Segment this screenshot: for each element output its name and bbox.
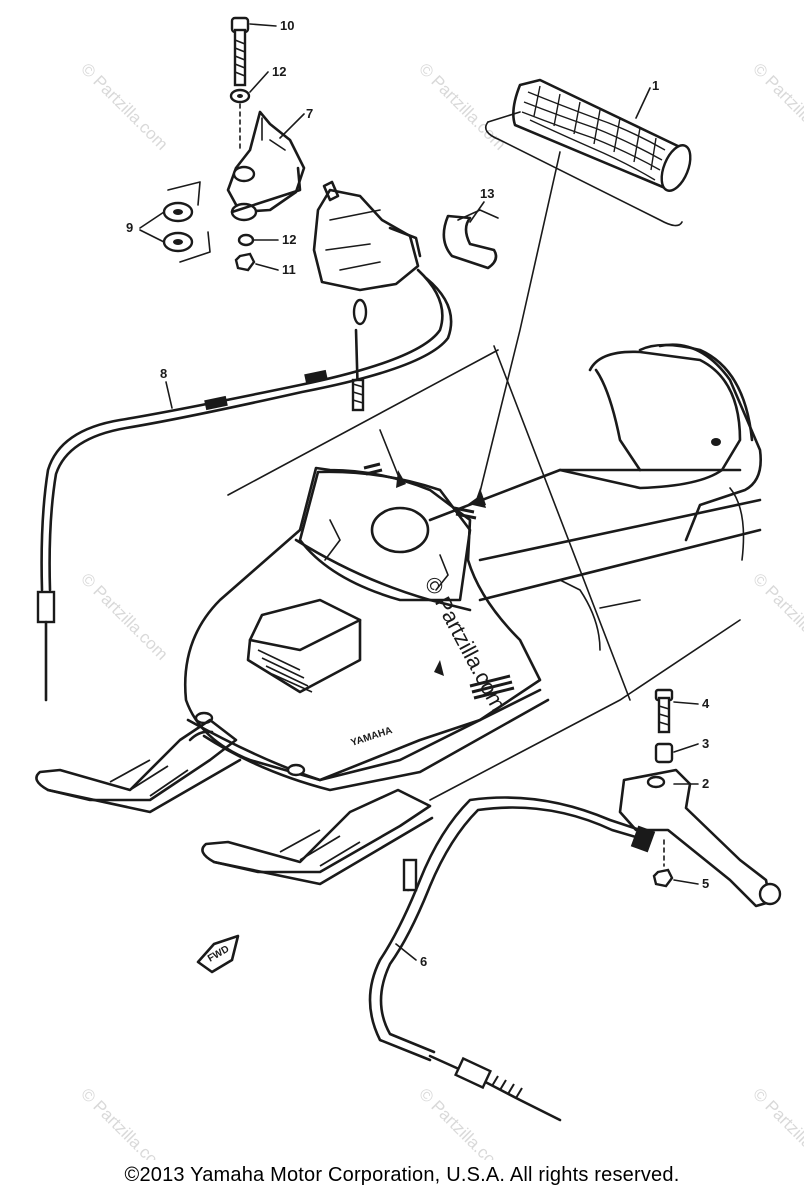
washer-12-upper — [229, 88, 251, 104]
throttle-cable-8-part — [36, 268, 453, 702]
copyright-notice: ©2013 Yamaha Motor Corporation, U.S.A. A… — [124, 1164, 680, 1186]
watermark-mid-left: © Partzilla.com — [77, 569, 171, 663]
bolt-10-part — [230, 16, 250, 87]
washer-12-lower — [237, 233, 255, 247]
callout-9: 9 — [126, 220, 133, 235]
watermark-top-center: © Partzilla.com — [415, 59, 509, 153]
callout-5: 5 — [702, 876, 709, 891]
callout-3: 3 — [702, 736, 709, 751]
snowmobile-body: YAMAHA — [183, 343, 762, 792]
grip-part — [474, 78, 692, 505]
front-direction-mark: FWD — [196, 934, 240, 974]
callout-12-upper: 12 — [272, 64, 286, 79]
watermark-group: © Partzilla.com © Partzilla.com © Partzi… — [77, 59, 804, 1160]
callout-13: 13 — [480, 186, 494, 201]
callout-10: 10 — [280, 18, 294, 33]
watermark-bottom-left: © Partzilla.com — [77, 1084, 171, 1160]
watermark-bottom-center: © Partzilla.com — [415, 1084, 509, 1160]
callout-12-lower: 12 — [282, 232, 296, 247]
watermark-bottom-right: © Partzilla.com — [749, 1084, 804, 1160]
collar-3-part — [654, 742, 674, 764]
bolt-4-part — [654, 688, 674, 734]
watermark-mid-right: © Partzilla.com — [749, 569, 804, 663]
nut-11-part — [234, 252, 256, 272]
nut-5-part — [652, 868, 674, 888]
ski-right — [201, 788, 434, 886]
callout-2: 2 — [702, 776, 709, 791]
callout-4: 4 — [702, 696, 710, 711]
clip-part — [442, 209, 499, 270]
callout-8: 8 — [160, 366, 167, 381]
callout-7: 7 — [306, 106, 313, 121]
watermark-top-left: © Partzilla.com — [77, 59, 171, 153]
ski-left — [35, 718, 242, 814]
watermark-top-right: © Partzilla.com — [749, 59, 804, 153]
callout-11: 11 — [282, 262, 296, 277]
brake-cable-6-part — [368, 796, 656, 1122]
callout-6: 6 — [420, 954, 427, 969]
hood-badge: YAMAHA — [350, 725, 394, 749]
watermark-center: © Partzilla.com — [420, 573, 512, 716]
callout-1: 1 — [652, 78, 659, 93]
grommet-9-part — [162, 181, 211, 263]
parts-diagram: © Partzilla.com © Partzilla.com © Partzi… — [35, 16, 804, 1160]
